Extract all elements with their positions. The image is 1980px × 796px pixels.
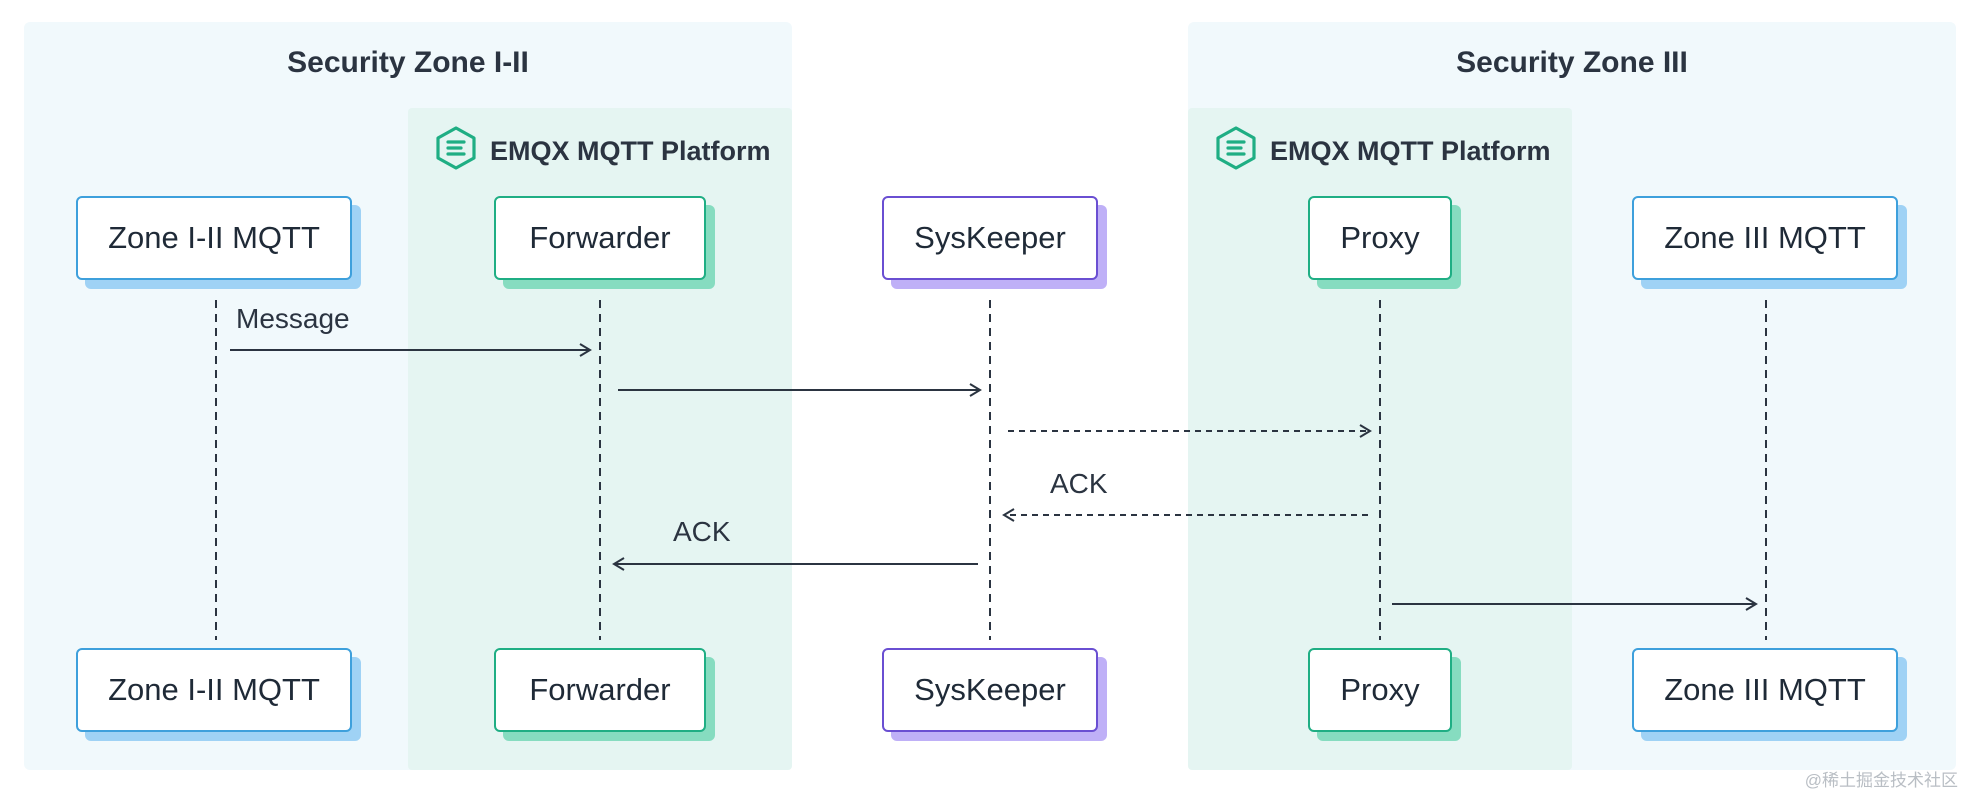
label-ack-forwarder: ACK	[673, 516, 731, 547]
platform-label-left: EMQX MQTT Platform	[490, 135, 771, 166]
label-ack-proxy: ACK	[1050, 468, 1108, 499]
participant-forwarder-top: Forwarder	[494, 196, 706, 280]
emqx-hexagon-icon	[434, 125, 478, 178]
zone-title-i-ii: Security Zone I-II	[287, 46, 529, 79]
zone-title-iii: Security Zone III	[1456, 46, 1688, 79]
participant-zone12-top: Zone I-II MQTT	[76, 196, 352, 280]
platform-header-left: EMQX MQTT Platform	[434, 125, 771, 174]
participant-proxy-bottom: Proxy	[1308, 648, 1452, 732]
emqx-hexagon-icon	[1214, 125, 1258, 178]
platform-header-right: EMQX MQTT Platform	[1214, 125, 1551, 174]
participant-zone3-top: Zone III MQTT	[1632, 196, 1898, 280]
participant-syskeeper-bottom: SysKeeper	[882, 648, 1098, 732]
participant-forwarder-bottom: Forwarder	[494, 648, 706, 732]
participant-syskeeper-top: SysKeeper	[882, 196, 1098, 280]
participant-proxy-top: Proxy	[1308, 196, 1452, 280]
participant-zone12-bottom: Zone I-II MQTT	[76, 648, 352, 732]
label-message: Message	[236, 303, 350, 334]
platform-label-right: EMQX MQTT Platform	[1270, 135, 1551, 166]
watermark: @稀土掘金技术社区	[1804, 771, 1958, 790]
participant-zone3-bottom: Zone III MQTT	[1632, 648, 1898, 732]
